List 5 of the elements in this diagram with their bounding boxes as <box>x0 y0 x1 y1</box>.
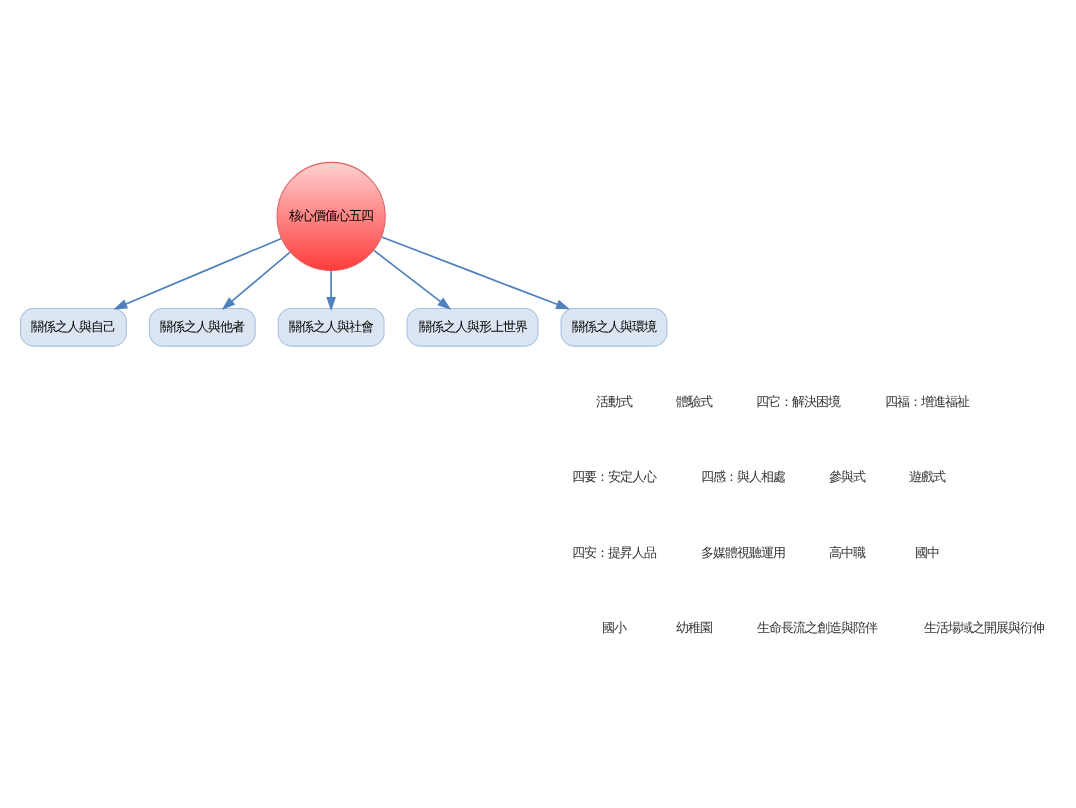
arrow <box>326 269 336 310</box>
arrow <box>113 236 283 309</box>
arrow <box>380 235 570 309</box>
arrow <box>221 250 291 309</box>
arrow <box>373 248 452 309</box>
